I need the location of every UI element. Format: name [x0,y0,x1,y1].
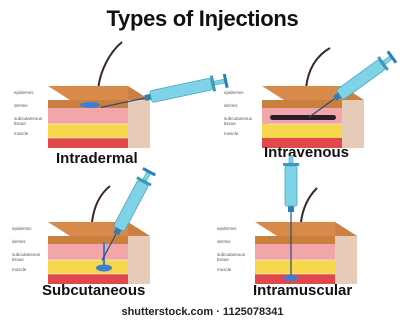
layer-label-dermis: dermis [12,239,26,244]
layer-label-epidermis: epidermis [217,226,237,231]
layer-label-subcutaneous: subcutaneous tissue [224,116,254,126]
layer-label-muscle: muscle [14,131,28,136]
layer-label-epidermis: epidermis [12,226,32,231]
caption-subcutaneous: Subcutaneous [42,282,145,299]
layer-label-muscle: muscle [12,267,26,272]
layer-label-dermis: dermis [217,239,231,244]
layer-label-muscle: muscle [224,131,238,136]
layer-label-muscle: muscle [217,267,231,272]
panel-intradermal: epidermis dermis subcutaneous tissue mus… [0,40,240,170]
layer-label-dermis: dermis [14,103,28,108]
caption-intramuscular: Intramuscular [253,282,352,299]
panel-intramuscular: epidermis dermis subcutaneous tissue mus… [205,160,405,305]
caption-intravenous: Intravenous [264,144,349,161]
panel-subcutaneous: epidermis dermis subcutaneous tissue mus… [0,160,200,305]
layer-label-subcutaneous: subcutaneous tissue [14,116,44,126]
diagram-title: Types of Injections [0,6,405,32]
layer-label-dermis: dermis [224,103,238,108]
layer-label-epidermis: epidermis [14,90,34,95]
watermark-footer: shutterstock.com · 1125078341 [0,304,405,322]
layer-label-epidermis: epidermis [224,90,244,95]
layer-label-subcutaneous: subcutaneous tissue [12,252,42,262]
layer-label-subcutaneous: subcutaneous tissue [217,252,247,262]
panel-intravenous: epidermis dermis subcutaneous tissue mus… [220,30,405,170]
